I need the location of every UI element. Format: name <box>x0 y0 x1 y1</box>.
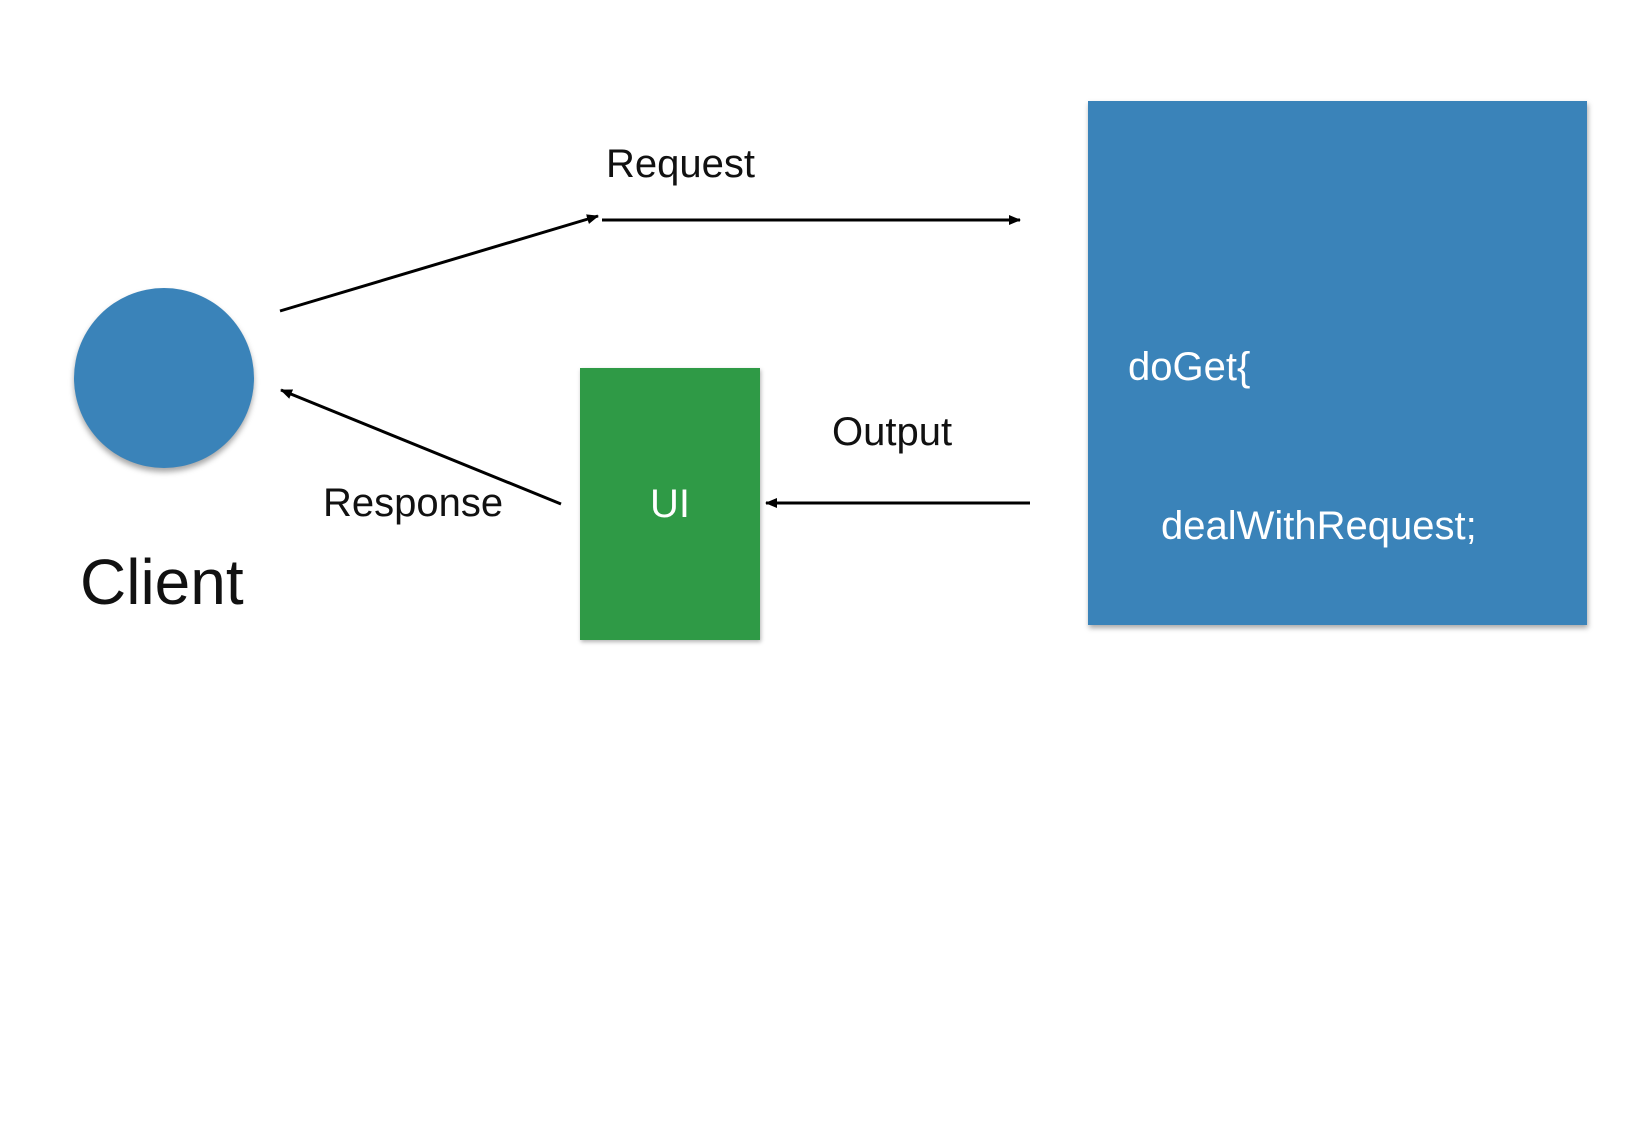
client-node <box>74 288 254 468</box>
request-arrow-1 <box>279 214 599 313</box>
client-label: Client <box>80 546 244 618</box>
ui-node: UI <box>580 368 760 640</box>
servlet-node: doGet{ dealWithRequest; doSomeBusiness; … <box>1088 101 1587 1025</box>
ui-label: UI <box>650 481 690 526</box>
code-line: } <box>1128 981 1142 1025</box>
code-line: dealWithRequest; <box>1161 504 1477 548</box>
request-label: Request <box>606 142 755 186</box>
code-line: writeOutput; <box>1161 822 1377 866</box>
arrows-layer <box>279 214 1030 508</box>
code-line: doGet{ <box>1128 345 1251 389</box>
output-label: Output <box>832 410 953 454</box>
response-label: Response <box>323 481 504 525</box>
code-line: doSomeBusiness; <box>1161 663 1484 707</box>
diagram-canvas: Client Request Output Response UI doGet{… <box>74 101 1587 1025</box>
response-arrow <box>280 388 562 506</box>
servlet-code: doGet{ dealWithRequest; doSomeBusiness; … <box>1128 235 1483 1136</box>
